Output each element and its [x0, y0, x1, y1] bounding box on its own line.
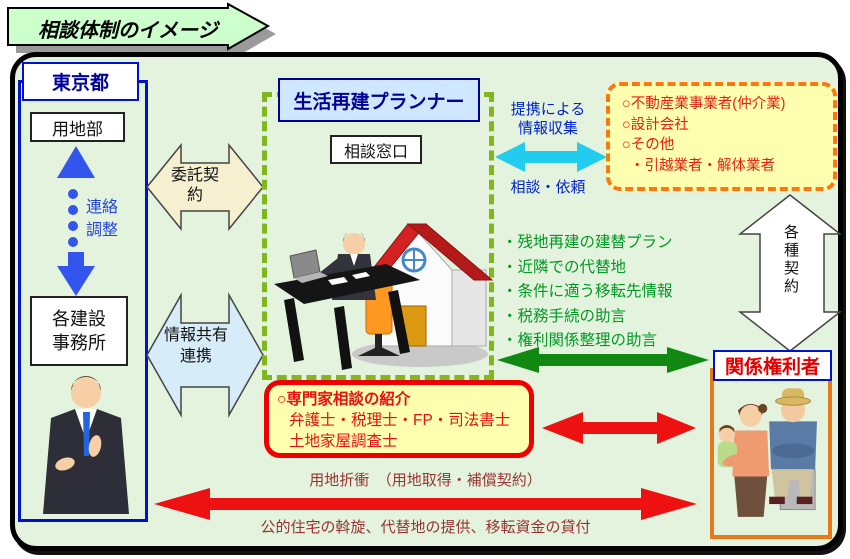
consultation-counter-box: 相談窓口: [330, 135, 422, 164]
experts-box: ○専門家相談の紹介 弁護士・税理士・FP・司法書士 土地家屋調査士: [264, 380, 534, 458]
advice-arrow: [497, 347, 709, 373]
consult-request-label: 相談・依頼: [510, 179, 586, 196]
partnership-info-label: 提携による 情報収集: [510, 101, 586, 137]
list-item: ・残地再建の建替プラン: [502, 234, 673, 251]
list-item: ・条件に適う移転先情報: [502, 283, 673, 300]
planner-at-desk: [274, 231, 420, 370]
family-frame: [710, 368, 832, 539]
construction-office-box: 各建設 事務所: [30, 296, 128, 366]
partnership-arrow: [495, 142, 607, 172]
consignment-arrow-label: 委託契約: [170, 167, 219, 204]
negotiation-arrow: [154, 488, 697, 520]
businessman-illustration: [43, 376, 129, 514]
planner-title-box: 生活再建プランナー: [278, 78, 480, 122]
stakeholders-box: 関係権利者: [713, 350, 832, 381]
list-item: ・権利関係整理の助言: [502, 332, 658, 349]
info-share-arrow-label: 情報共有 連携: [163, 327, 228, 365]
page-title: 相談体制のイメージ: [38, 20, 218, 42]
planner-desk-house-illustration: [274, 223, 494, 370]
list-item: ・近隣での代替地: [502, 258, 627, 276]
contact-connector-arrows: [57, 146, 95, 296]
contracts-arrow-label: 各種契約: [782, 224, 799, 296]
experts-link-arrow: [542, 412, 696, 444]
housing-support-label: 公的住宅の斡旋、代替地の提供、移転資金の貸付: [260, 519, 591, 536]
land-negotiation-label: 用地折衝 （用地取得・補償契約）: [309, 472, 542, 489]
tokyo-header-box: 東京都: [22, 62, 139, 101]
family-illustration: [717, 388, 817, 517]
partner-companies-box: ○不動産業事業者(仲介業) ○設計会社 ○その他 ・引越業者・解体業者: [606, 82, 837, 191]
contact-adjust-label: 連絡 調整: [86, 199, 119, 239]
support-services-list: ・残地再建の建替プラン ・近隣での代替地 ・条件に適う移転先情報 ・税務手続の助…: [502, 231, 720, 354]
land-dept-box: 用地部: [30, 112, 125, 142]
list-item: ・税務手続の助言: [502, 307, 627, 325]
title-banner-shape: [7, 2, 276, 57]
